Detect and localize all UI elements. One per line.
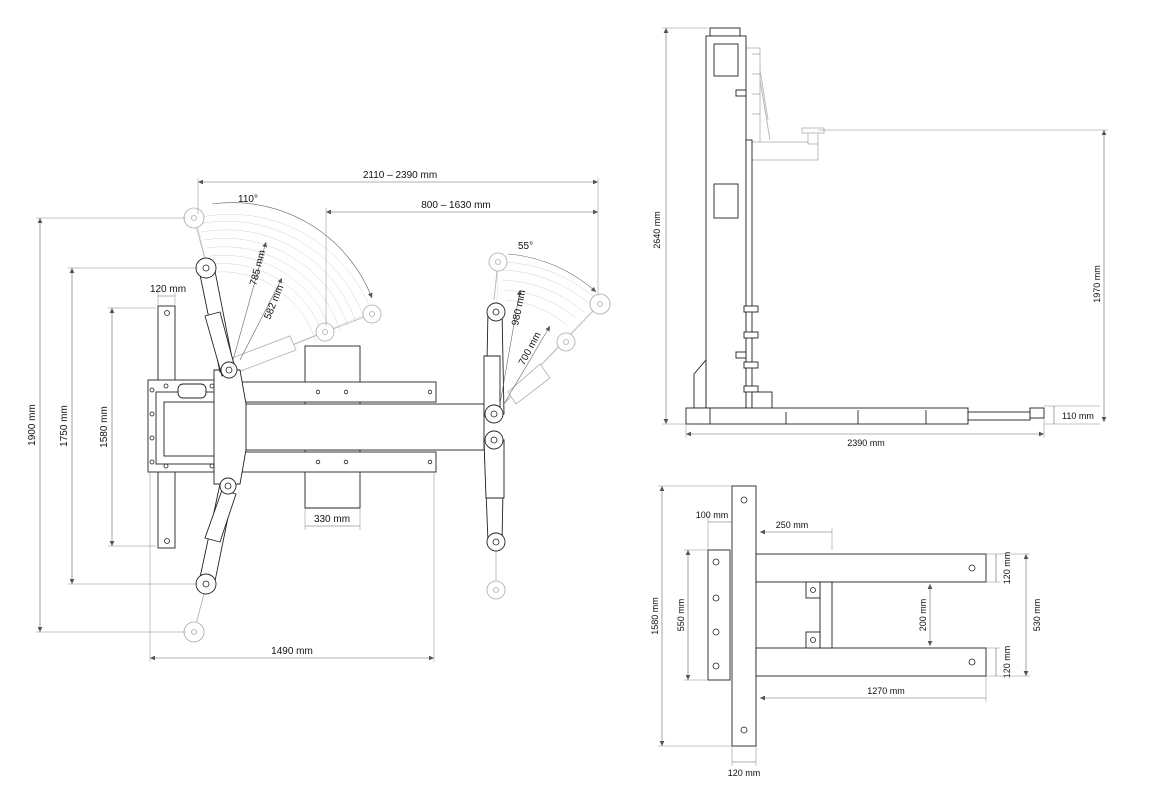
base-inner-plate <box>707 549 731 681</box>
dim-arm-bottom: 120 mm <box>1002 646 1012 679</box>
dim-bracket-offset: 250 mm <box>776 520 809 530</box>
column-cap <box>709 27 741 37</box>
dim-arm-length: 1270 mm <box>867 686 905 696</box>
base-arm-top <box>755 553 987 583</box>
column-section <box>163 401 217 457</box>
base-column-plate <box>731 485 757 747</box>
side-view: 2640 mm 1970 mm 2390 mm 110 mm <box>652 27 1108 448</box>
dim-reach: 800 – 1630 mm <box>421 200 491 211</box>
dim-height-inner: 1580 mm <box>99 406 110 448</box>
dim-arm-long-right: 980 mm <box>510 289 528 327</box>
ghost-raised-arm <box>745 47 825 161</box>
dim-side-length: 2390 mm <box>847 438 885 448</box>
column <box>705 35 747 409</box>
dim-overall-arm: 530 mm <box>1032 599 1042 632</box>
dim-arm-gap: 200 mm <box>918 599 928 632</box>
dim-height-outer: 1900 mm <box>27 404 38 446</box>
dim-height-mid: 1750 mm <box>59 405 70 447</box>
left-upper-arm <box>195 257 238 379</box>
dim-ground: 110 mm <box>1062 411 1094 421</box>
dim-base-length: 1490 mm <box>271 646 313 657</box>
main-beam <box>229 403 485 451</box>
ghost-arms <box>183 207 611 643</box>
dim-plate-offset: 100 mm <box>696 510 729 520</box>
dim-base-plate-height: 1580 mm <box>650 597 660 635</box>
dim-plate-width: 120 mm <box>150 284 186 295</box>
arm-hub-left <box>213 369 247 485</box>
dim-pad-width: 330 mm <box>314 514 350 525</box>
base-bracket <box>819 581 833 649</box>
dim-arm-short-right: 700 mm <box>517 330 544 367</box>
dim-inner-plate-height: 550 mm <box>676 599 686 632</box>
dim-arm-long-left: 785 mm <box>248 249 268 287</box>
dim-side-height: 2640 mm <box>652 211 662 249</box>
arm-pad <box>1029 407 1045 419</box>
carriage-cap <box>177 383 207 399</box>
dim-arm-short-left: 582 mm <box>263 284 287 322</box>
column-window-mid <box>713 183 739 219</box>
right-lower-arm <box>483 430 506 552</box>
beam-lower <box>213 451 437 473</box>
arm-extension <box>967 411 1031 421</box>
column-window-top <box>713 43 739 77</box>
dim-angle-right: 55° <box>518 241 533 252</box>
carriage-lower <box>751 391 773 411</box>
left-arm-sweep <box>195 213 373 371</box>
left-lower-arm <box>195 477 237 595</box>
base-arm-bottom <box>755 647 987 677</box>
beam-upper <box>213 381 437 403</box>
column-foot <box>693 358 707 409</box>
base-view: 100 mm 250 mm 1580 mm 550 mm 200 mm 120 … <box>650 485 1042 778</box>
dim-angle-left: 110° <box>238 194 258 205</box>
dim-arm-top: 120 mm <box>1002 552 1012 585</box>
dim-lift-height: 1970 mm <box>1092 265 1102 303</box>
dim-bottom-width: 120 mm <box>728 768 761 778</box>
dim-total-width: 2110 – 2390 mm <box>363 170 437 181</box>
right-upper-arm <box>483 302 506 424</box>
top-view: 2110 – 2390 mm 800 – 1630 mm 110° 55° 78… <box>27 170 611 662</box>
